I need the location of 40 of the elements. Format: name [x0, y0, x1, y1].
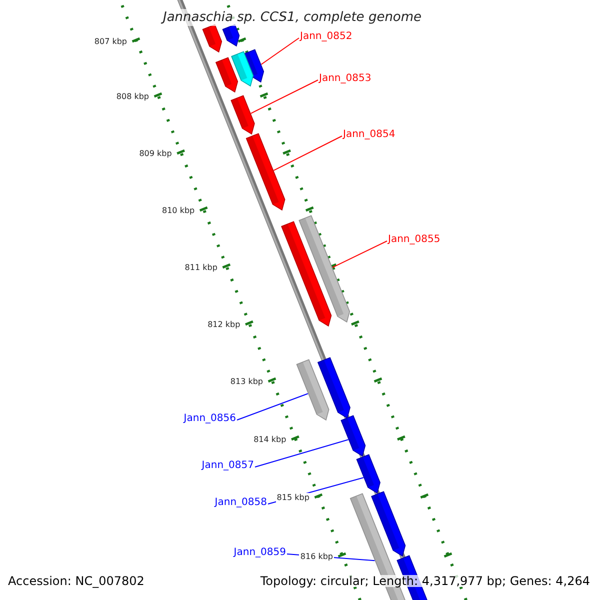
- scale-label: 816 kbp: [299, 552, 334, 562]
- gene-bar: [356, 454, 380, 494]
- gene-bar: [222, 24, 240, 47]
- gene-bar: [371, 491, 406, 557]
- gene-bar: [202, 24, 222, 53]
- gene-label: Jann_0852: [300, 31, 352, 43]
- gene-bar: [317, 357, 350, 419]
- leader-line: [260, 38, 300, 65]
- scale-label: 808 kbp: [115, 92, 150, 102]
- gene-label: Jann_0855: [388, 234, 440, 246]
- title: Jannaschia sp. CCS1, complete genome: [163, 9, 422, 26]
- gene-bar: [246, 133, 286, 211]
- scale-label: 812 kbp: [206, 320, 242, 330]
- gene-bar: [298, 215, 350, 323]
- scale-label: 807 kbp: [93, 37, 128, 47]
- gene-bar: [281, 221, 332, 327]
- gene-bar: [215, 57, 238, 93]
- scale-label: 813 kbp: [229, 377, 264, 387]
- scale-label: 815 kbp: [276, 493, 310, 503]
- scale-label: 810 kbp: [161, 206, 196, 216]
- gene-label: Jann_0857: [202, 460, 254, 472]
- gene-label: Jann_0854: [343, 129, 396, 141]
- gene-bar: [340, 415, 366, 457]
- gene-label: Jann_0853: [319, 73, 372, 85]
- gene-label: Jann_0859: [234, 547, 286, 559]
- gene-label: Jann_0858: [214, 497, 267, 509]
- genome-info-text: Topology: circular; Length: 4,317,977 bp; Genes: 4,264: [260, 575, 590, 587]
- gene-bar: [296, 359, 330, 421]
- leader-line: [236, 393, 308, 420]
- leader-line: [254, 439, 349, 468]
- scale-label: 811 kbp: [184, 263, 218, 273]
- leader-line: [250, 80, 318, 114]
- accession-text: Accession: NC_007802: [8, 575, 144, 587]
- gene-bar: [231, 51, 254, 87]
- leader-line: [332, 240, 388, 268]
- gene-bar: [230, 95, 255, 135]
- scale-label: 814 kbp: [252, 435, 288, 445]
- scale-label: 809 kbp: [138, 149, 173, 159]
- leader-line: [273, 136, 342, 171]
- gene-label: Jann_0856: [184, 413, 236, 425]
